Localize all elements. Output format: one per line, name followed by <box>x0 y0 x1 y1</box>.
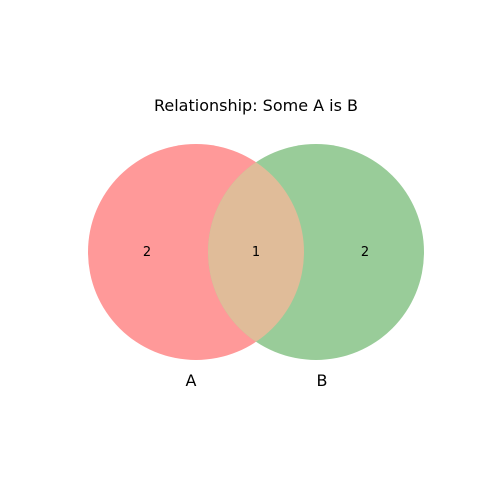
overlap-region <box>208 144 304 360</box>
overlap-count: 1 <box>252 245 260 260</box>
only-b-count: 2 <box>361 245 369 260</box>
diagram-title: Relationship: Some A is B <box>154 96 358 115</box>
only-a-count: 2 <box>143 245 151 260</box>
set-b-label: B <box>317 371 328 390</box>
set-a-label: A <box>186 371 197 390</box>
